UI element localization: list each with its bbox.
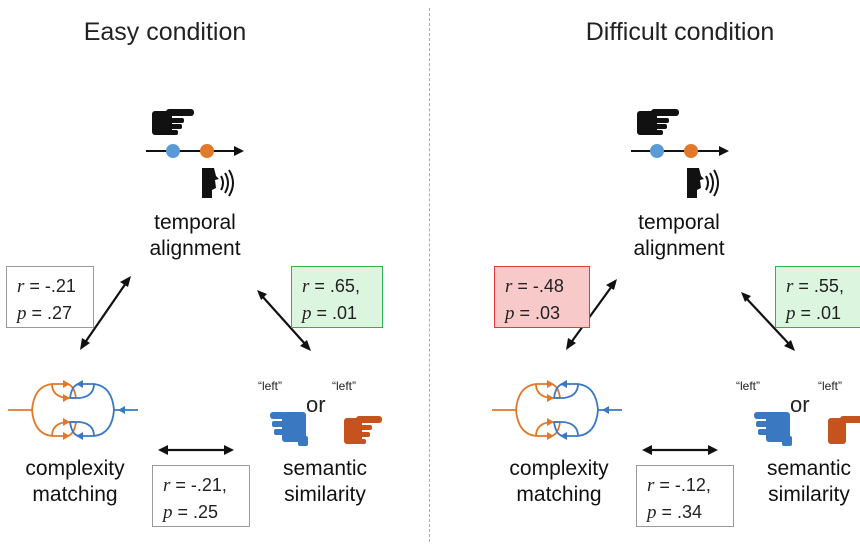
complexity-matching-label: complexity matching (0, 456, 150, 508)
difficult-condition-panel: Difficult condition (430, 0, 860, 546)
r-value: r = .55, (786, 276, 844, 297)
temporal-alignment-label: temporal alignment (120, 210, 270, 262)
complexity-semantic-arrow (158, 445, 234, 455)
or-word: or (306, 392, 326, 417)
quote-left-word: “left” (332, 379, 356, 393)
concept-word: complexity (25, 457, 125, 480)
or-word: or (790, 392, 810, 417)
r-value: r = -.21, (163, 475, 227, 496)
p-value: p = .01 (302, 303, 358, 324)
concept-word: semantic (282, 457, 368, 480)
concept-word: similarity (284, 483, 366, 506)
orange-pointing-hand-icon (344, 416, 382, 444)
p-value: p = .03 (505, 303, 561, 324)
timeline-icon (146, 144, 244, 158)
semantic-similarity-label: semantic similarity (250, 456, 400, 508)
stat-box-temporal-complexity: r = -.48 p = .03 (494, 266, 590, 328)
p-value: p = .34 (647, 502, 703, 523)
panel-divider (429, 8, 430, 542)
timeline-icon (631, 144, 729, 158)
p-value: p = .27 (17, 303, 73, 324)
concept-word: complexity (509, 457, 609, 480)
blue-gesture-hand-icon (270, 412, 308, 446)
pointing-hand-icon (152, 109, 194, 135)
speaking-head-icon (687, 168, 719, 198)
concept-word: matching (516, 483, 602, 506)
p-value: p = .25 (163, 502, 219, 523)
r-value: r = -.48 (505, 276, 564, 297)
stat-box-temporal-complexity: r = -.21 p = .27 (6, 266, 94, 328)
stat-box-complexity-semantic: r = -.12, p = .34 (636, 465, 734, 527)
quote-left-word: “left” (258, 379, 282, 393)
concept-word: temporal (638, 211, 720, 234)
blue-gesture-hand-icon (754, 412, 792, 446)
concept-word: similarity (768, 483, 850, 506)
panel-title: Easy condition (83, 18, 247, 46)
temporal-complexity-arrow (80, 276, 131, 350)
complexity-matching-label: complexity matching (484, 456, 634, 508)
concept-word: alignment (633, 237, 725, 260)
stat-box-complexity-semantic: r = -.21, p = .25 (152, 465, 250, 527)
easy-condition-panel: Easy condition (0, 18, 400, 527)
network-icon (492, 380, 622, 440)
network-icon (8, 380, 138, 440)
stat-box-temporal-semantic: r = .55, p = .01 (775, 266, 860, 328)
complexity-semantic-arrow (642, 445, 718, 455)
difficult-diagram-graphics (492, 109, 860, 455)
concept-word: alignment (149, 237, 241, 260)
concept-word: temporal (154, 211, 236, 234)
r-value: r = -.12, (647, 475, 711, 496)
semantic-similarity-label: semantic similarity (734, 456, 860, 508)
r-value: r = -.21 (17, 276, 76, 297)
temporal-semantic-arrow (741, 292, 795, 351)
concept-word: matching (32, 483, 118, 506)
orange-pointing-hand-icon (828, 416, 860, 444)
pointing-hand-icon (637, 109, 679, 135)
temporal-alignment-label: temporal alignment (604, 210, 754, 262)
quote-left-word: “left” (818, 379, 842, 393)
speaking-head-icon (202, 168, 234, 198)
r-value: r = .65, (302, 276, 360, 297)
p-value: p = .01 (786, 303, 842, 324)
temporal-semantic-arrow (257, 290, 311, 351)
easy-diagram-graphics (8, 109, 382, 455)
panel-title: Difficult condition (585, 18, 775, 46)
concept-word: semantic (766, 457, 852, 480)
quote-left-word: “left” (736, 379, 760, 393)
temporal-complexity-arrow (566, 279, 617, 350)
stat-box-temporal-semantic: r = .65, p = .01 (291, 266, 383, 328)
